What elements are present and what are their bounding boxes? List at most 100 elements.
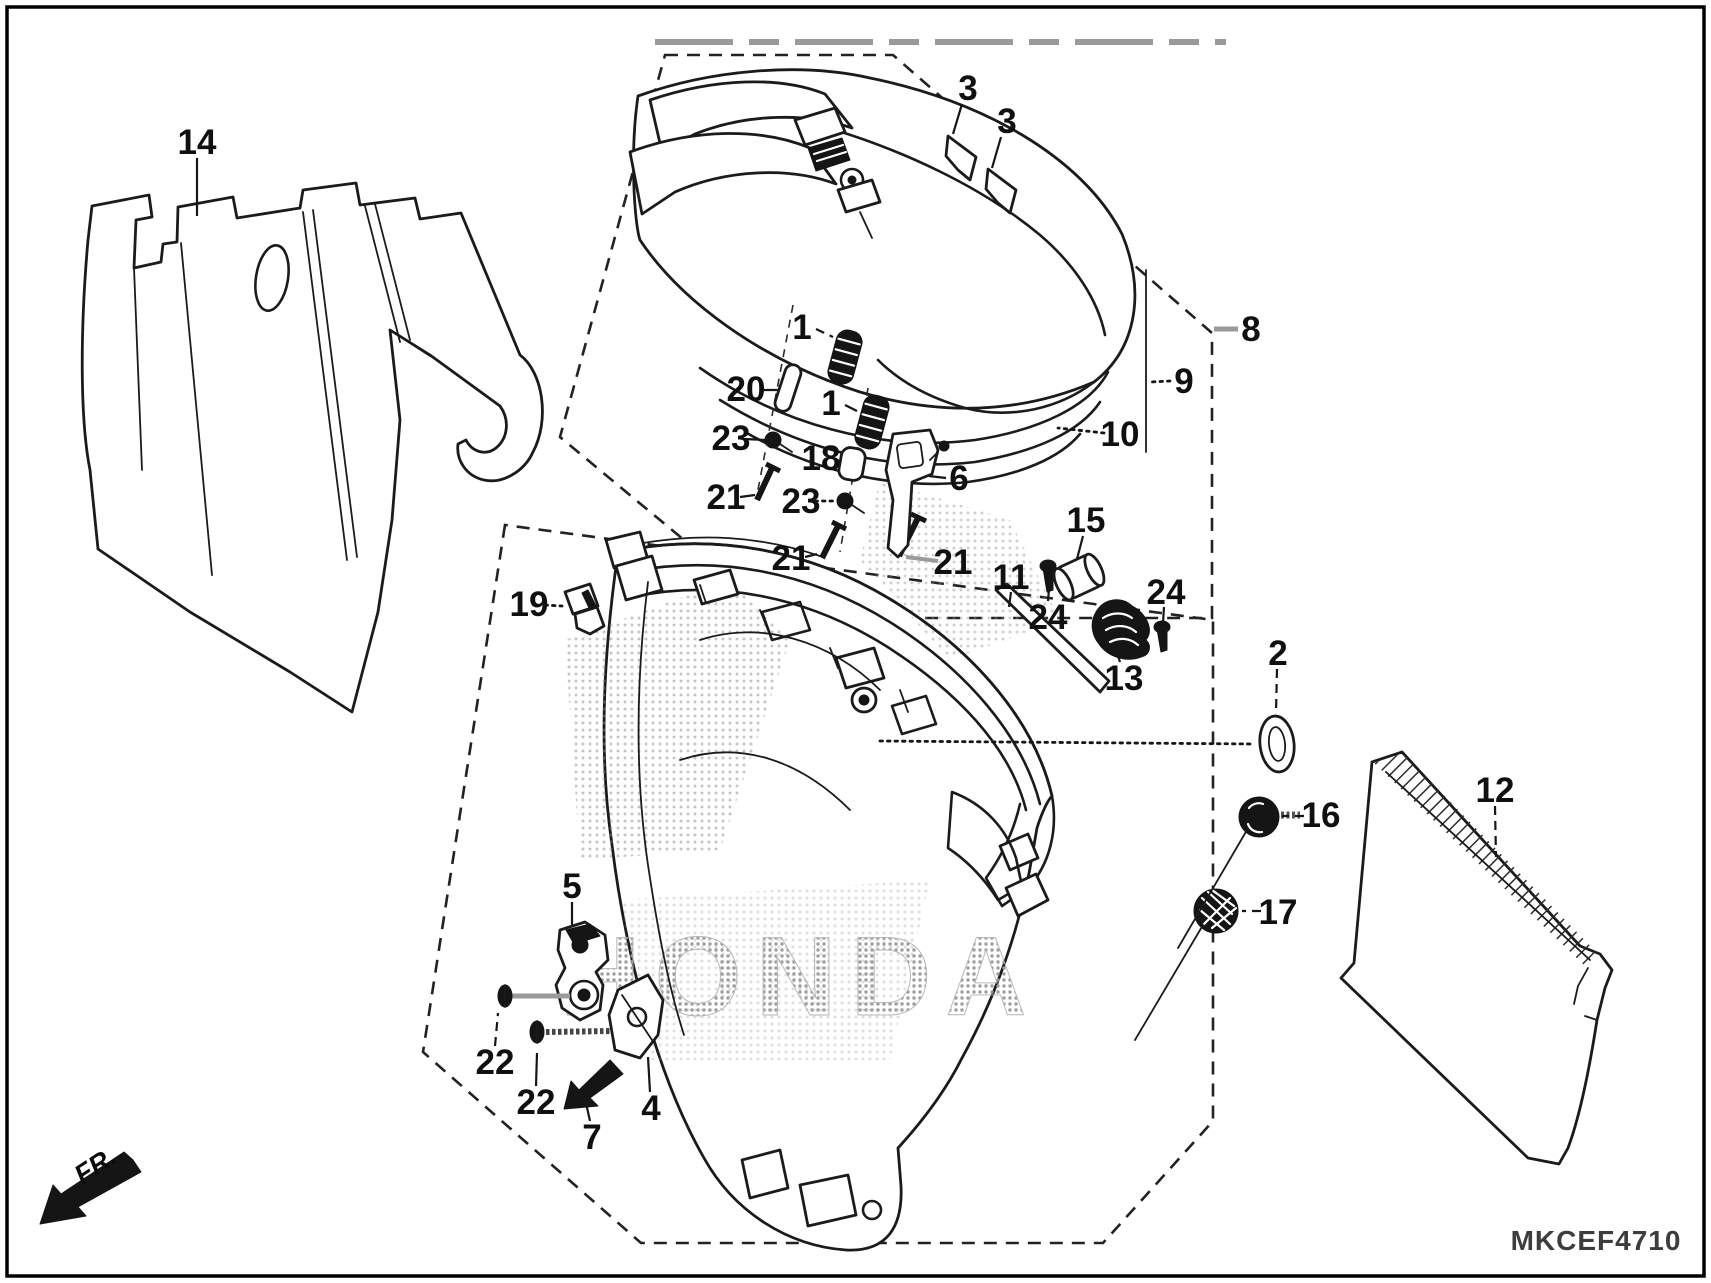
part-label-24: 24 <box>1147 573 1186 612</box>
leader-line-22 <box>534 1052 539 1087</box>
leader-line-2 <box>1274 668 1279 714</box>
part-14-bracket-panel <box>80 181 544 714</box>
leader-line-4 <box>646 1056 652 1093</box>
leader-line-10 <box>1056 426 1106 435</box>
part-label-21: 21 <box>707 478 746 517</box>
part-label-3: 3 <box>958 69 977 108</box>
part-label-17: 17 <box>1259 893 1298 932</box>
visor-lip-2 <box>718 398 1102 466</box>
part-label-21: 21 <box>934 543 973 582</box>
leader-line-21 <box>739 493 756 499</box>
leader-line-19 <box>543 603 564 608</box>
lower-region-boundary <box>421 523 1215 1245</box>
leader-line-7 <box>584 1102 592 1122</box>
leader-line-18 <box>834 458 842 463</box>
small-parts <box>497 134 1300 1110</box>
leader-line-12 <box>1493 805 1498 858</box>
visor-connector-cluster <box>793 106 882 239</box>
part-label-18: 18 <box>802 439 841 478</box>
part-label-4: 4 <box>641 1089 661 1128</box>
part-1-spring-a <box>827 329 863 385</box>
part-label-23: 23 <box>712 419 751 458</box>
part-label-14: 14 <box>178 123 217 162</box>
part-label-24: 24 <box>1029 598 1068 637</box>
part-20-collar <box>773 363 803 413</box>
leader-16-panel <box>1177 829 1248 949</box>
part-label-1: 1 <box>821 384 840 423</box>
visor-tongue-upper <box>648 80 854 154</box>
meter-visor-assembly <box>628 68 1137 486</box>
part-label-3: 3 <box>997 102 1016 141</box>
part-label-7: 7 <box>582 1118 601 1157</box>
fr-arrow-icon <box>39 1151 142 1225</box>
part-1-spring-b <box>854 394 890 450</box>
part-7-arrow-mark <box>563 1059 624 1110</box>
halftone-patch-left <box>565 580 790 860</box>
part-21-bolt-b <box>819 519 848 560</box>
leader-2-long <box>878 739 1256 746</box>
part-21-bolt-a <box>754 461 782 502</box>
leader-line-1 <box>844 404 858 412</box>
part-14-hole <box>254 244 290 312</box>
part-17-nut <box>1193 888 1239 934</box>
part-4-bracket <box>607 973 665 1060</box>
leader-line-1 <box>815 328 834 338</box>
part-2-grommet <box>1258 714 1296 774</box>
halftone-patch-lower <box>620 880 930 1060</box>
leader-line-22 <box>493 1012 500 1047</box>
leader-line-21 <box>804 552 818 559</box>
leader-line-23 <box>744 437 766 442</box>
part-22-screw-b <box>529 1020 613 1044</box>
part-11-strip <box>994 582 1111 694</box>
part-13-spring <box>1091 599 1150 660</box>
part-label-15: 15 <box>1067 501 1106 540</box>
fr-indicator: FR. <box>39 1141 142 1225</box>
visor-tongue-lower <box>628 132 838 216</box>
part-label-23: 23 <box>782 482 821 521</box>
part-label-10: 10 <box>1101 415 1140 454</box>
meter-panel-assembly: HONDA <box>559 480 1060 1252</box>
aux-leader-lines <box>878 739 1256 1041</box>
part-3-bracket-b <box>984 167 1018 215</box>
part-12-lid-panel <box>1339 750 1614 1166</box>
part-label-8: 8 <box>1241 310 1260 349</box>
part-16-grommet <box>1238 796 1300 838</box>
part-code: MKCEF4710 <box>1511 1225 1682 1256</box>
leader-line-3 <box>951 103 964 135</box>
part-label-11: 11 <box>993 558 1030 597</box>
part-label-19: 19 <box>510 585 549 624</box>
part-label-2: 2 <box>1268 634 1287 673</box>
leader-line-15 <box>1075 535 1085 560</box>
part-label-16: 16 <box>1302 796 1341 835</box>
part-label-6: 6 <box>949 459 968 498</box>
part-22-screw-a <box>497 984 570 1008</box>
part-24-pin-b <box>1153 620 1171 653</box>
part-label-9: 9 <box>1174 362 1193 401</box>
visor-lip-3 <box>743 430 1082 486</box>
leader-line-3 <box>990 136 1003 169</box>
part-label-5: 5 <box>562 867 581 906</box>
part-24-pin-a <box>1039 559 1057 593</box>
part-15-bushing <box>1052 552 1106 602</box>
part-19-clip <box>563 582 606 636</box>
part-18-clip <box>837 446 867 482</box>
leader-line-6 <box>928 474 947 480</box>
page-border <box>5 5 1706 1278</box>
part-label-20: 20 <box>727 370 766 409</box>
part-23-screw-b <box>836 492 865 514</box>
part-label-12: 12 <box>1476 771 1515 810</box>
leader-line-24 <box>1046 588 1051 602</box>
part-label-22: 22 <box>517 1083 556 1122</box>
upper-region-boundary <box>558 53 1214 620</box>
part-label-21: 21 <box>772 539 811 578</box>
part-6-latch <box>884 428 950 559</box>
part-12-hatched-edge <box>1374 753 1601 967</box>
visor-lip-1 <box>698 366 1110 445</box>
axis-line-b <box>839 387 869 553</box>
part-label-13: 13 <box>1105 659 1144 698</box>
part-label-1: 1 <box>792 308 811 347</box>
part-label-22: 22 <box>476 1043 515 1082</box>
